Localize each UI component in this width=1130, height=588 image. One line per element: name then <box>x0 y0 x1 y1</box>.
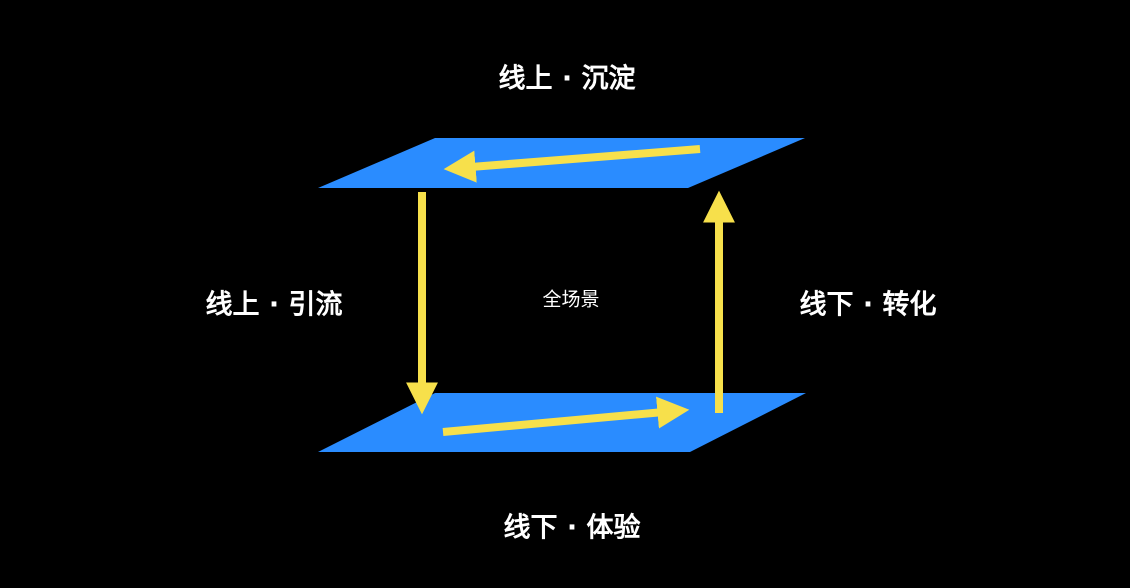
arrow-bottom-rightward <box>442 396 690 436</box>
label-offline-experience: 线下 · 体验 <box>503 512 641 544</box>
label-online-retention: 线上 · 沉淀 <box>498 63 636 95</box>
arrow-top-leftward <box>443 145 701 183</box>
label-omni-scenario: 全场景 <box>542 288 600 311</box>
label-offline-conversion: 线下 · 转化 <box>799 289 937 321</box>
label-online-traffic: 线上 · 引流 <box>205 289 343 321</box>
